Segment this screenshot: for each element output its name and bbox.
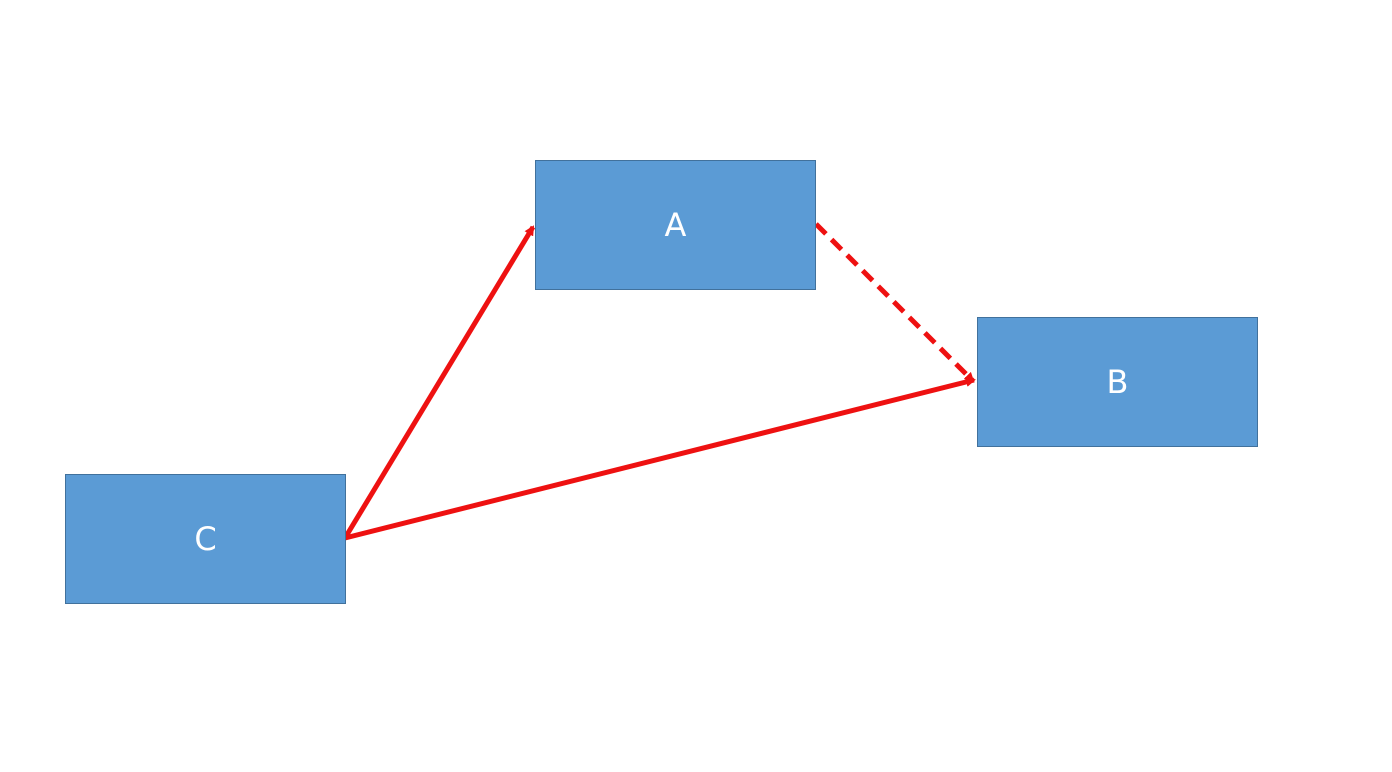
node-b-label: B [1106,363,1129,401]
arrow-a-to-b-dashed [814,222,975,383]
node-b-box[interactable]: B [977,317,1258,447]
node-a-box[interactable]: A [535,160,816,290]
node-c-box[interactable]: C [65,474,346,604]
arrow-c-to-b [344,377,976,541]
node-a-label: A [664,206,687,244]
node-c-label: C [194,520,217,558]
arrow-c-to-a [342,225,536,540]
